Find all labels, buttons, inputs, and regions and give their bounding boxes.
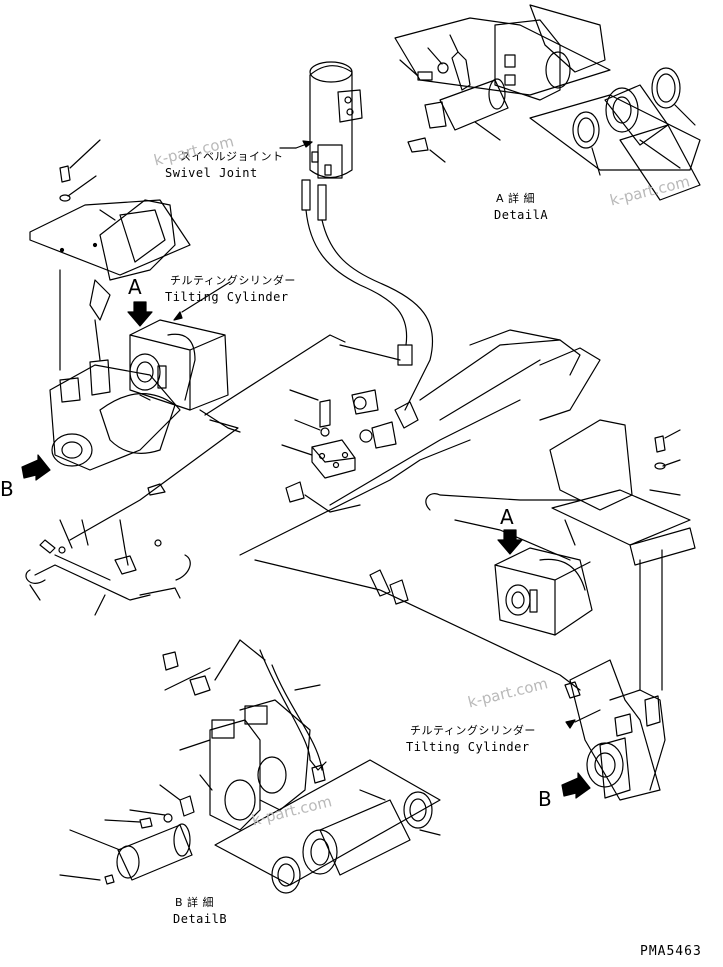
detail-a-en-label: DetailA (494, 208, 549, 222)
left-bracket-assembly (29, 139, 191, 371)
marker-a-right: A (500, 505, 514, 529)
drawing-code: PMA5463 (640, 944, 702, 959)
left-pipe-assembly (25, 519, 191, 616)
arrow-b-left-icon (21, 454, 51, 481)
swivel-joint-jp-label: スイベルジョイント (180, 150, 284, 163)
hydraulic-hoses (69, 209, 601, 771)
detail-b-en-label: DetailB (173, 912, 228, 926)
right-tilting-actuator (494, 547, 666, 801)
tilting-cylinder-1-jp-label: チルティングシリンダー (170, 274, 296, 287)
arrow-b-right-icon (561, 772, 591, 799)
tilting-cylinder-1-en-label: Tilting Cylinder (165, 290, 289, 304)
marker-a-left: A (128, 275, 142, 299)
swivel-joint-en-label: Swivel Joint (165, 166, 258, 180)
tilting-cylinder-2-en-label: Tilting Cylinder (406, 740, 530, 754)
left-tilting-actuator (49, 319, 229, 471)
label-leaders (181, 281, 601, 723)
marker-b-right: B (538, 787, 552, 811)
detail-a-assembly (394, 4, 701, 201)
tilting-cylinder-2-jp-label: チルティングシリンダー (410, 724, 536, 737)
detail-b-assembly (59, 639, 441, 894)
detail-a-jp-label: A 詳 細 (496, 192, 536, 205)
marker-b-left: B (0, 477, 14, 501)
swivel-joint-part (279, 61, 363, 221)
right-bracket-assembly (549, 419, 696, 691)
arrow-a-right-icon (497, 529, 523, 555)
junction-block (281, 389, 397, 503)
detail-b-jp-label: B 詳 細 (175, 896, 215, 909)
view-arrows (21, 301, 591, 799)
arrow-a-left-icon (127, 301, 153, 327)
